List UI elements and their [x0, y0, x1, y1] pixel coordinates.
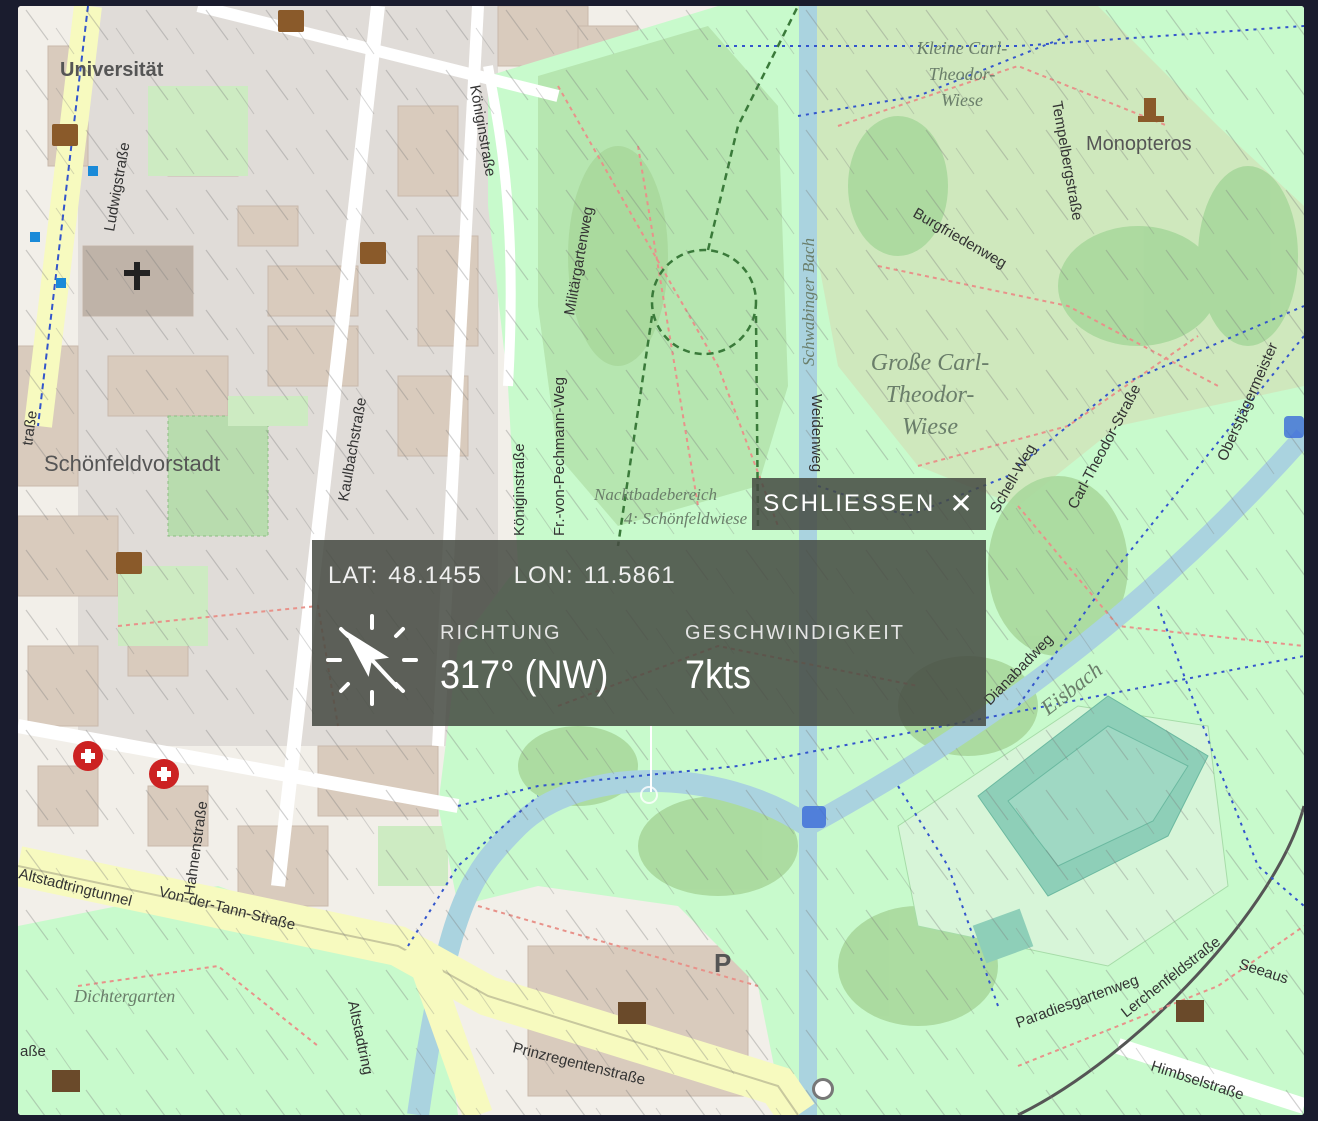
close-label: SCHLIESSEN [763, 490, 936, 517]
label-universitaet: Universität [60, 59, 164, 81]
speed-label: GESCHWINDIGKEIT [685, 622, 906, 644]
speed-value: 7kts [685, 653, 752, 697]
label-monopteros: Monopteros [1086, 133, 1192, 155]
label-schoenfeldvorstadt: Schönfeldvorstadt [44, 451, 220, 476]
speed-block: GESCHWINDIGKEIT 7kts [685, 622, 905, 698]
street-pechmann: Fr.-von-Pechmann-Weg [551, 377, 568, 536]
label-grosse-wiese-1: Große Carl- [871, 350, 989, 376]
lon-label: LON: [513, 562, 574, 589]
wind-info-popup: LAT: 48.1455 LON: 11.5861 RICHTUNG 317° (N… [312, 540, 986, 726]
label-nacktbade-2: 4: Schönfeldwiese [624, 509, 748, 528]
label-kleine-wiese-1: Kleine Carl- [916, 38, 1008, 58]
label-nacktbade-1: Nacktbadebereich [593, 485, 717, 504]
lon-value: 11.5861 [583, 562, 676, 589]
direction-label: RICHTUNG [440, 622, 562, 644]
label-kleine-wiese-2: Theodor- [929, 64, 996, 84]
church-icon [124, 262, 150, 290]
lat-value: 48.1455 [388, 562, 483, 589]
monument-icon [1138, 98, 1164, 122]
street-koeniginstrasse-2: Königinstraße [511, 443, 528, 536]
map-view[interactable]: Universität Schönfeldvorstadt Kleine Car… [18, 6, 1304, 1115]
label-kleine-wiese-3: Wiese [941, 90, 983, 110]
coordinates-readout: LAT: 48.1455 LON: 11.5861 [328, 562, 686, 590]
swimming-icon [802, 416, 1304, 828]
direction-block: RICHTUNG 317° (NW) [440, 622, 627, 698]
street-strasse-left-2: traße [19, 410, 41, 447]
hospital-icon [73, 741, 179, 789]
popup-pointer-line [650, 726, 652, 792]
lat-label: LAT: [328, 562, 379, 589]
close-icon: ✕ [949, 488, 975, 519]
label-dichtergarten: Dichtergarten [73, 986, 175, 1006]
street-strasse-left: aße [20, 1043, 46, 1060]
location-marker[interactable] [812, 1078, 834, 1100]
label-schwabinger-bach: Schwabinger Bach [799, 238, 818, 366]
transit-stop-icon [30, 166, 98, 288]
label-grosse-wiese-3: Wiese [902, 414, 958, 440]
street-weidenweg: Weidenweg [808, 394, 825, 472]
label-grosse-wiese-2: Theodor- [886, 382, 975, 408]
popup-pointer-dot [640, 786, 658, 804]
wind-direction-icon [326, 614, 418, 706]
direction-value: 317° (NW) [440, 653, 609, 697]
museum-icon [52, 1000, 1204, 1092]
label-parking: P [714, 948, 731, 978]
close-button[interactable]: SCHLIESSEN ✕ [752, 478, 986, 530]
book-icon [52, 10, 386, 574]
map-canvas[interactable]: Universität Schönfeldvorstadt Kleine Car… [18, 6, 1304, 1115]
